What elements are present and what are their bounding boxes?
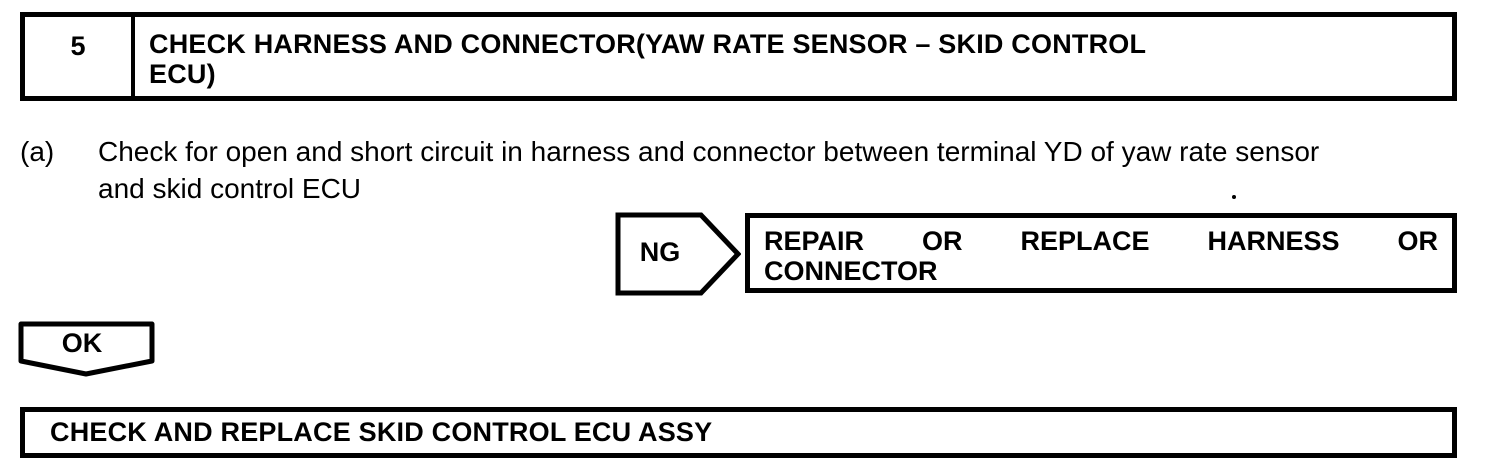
step-title: CHECK HARNESS AND CONNECTOR(YAW RATE SEN… [135,17,1452,96]
instruction-marker: (a) [20,136,55,167]
step-title-line-2: ECU) [149,59,216,89]
step-number: 5 [25,17,135,96]
instruction-line-1: Check for open and short circuit in harn… [98,136,1320,167]
instruction-paragraph: (a) Check for open and short circuit in … [20,133,1498,207]
scan-artifact-dot [1232,195,1236,199]
result-box: CHECK AND REPLACE SKID CONTROL ECU ASSY [20,407,1457,458]
ok-label: OK [61,327,103,358]
ng-connector: NG [615,212,741,296]
ng-arrow-icon [615,212,741,296]
instruction-text: Check for open and short circuit in harn… [98,133,1319,207]
ok-connector: OK [18,321,156,377]
ng-action-line-1: REPAIR OR REPLACE HARNESS OR [764,226,1438,256]
ng-action-box: REPAIR OR REPLACE HARNESS OR CONNECTOR [745,213,1457,293]
ok-pentagon-icon [18,321,155,377]
ng-label: NG [639,236,681,267]
step-title-line-1: CHECK HARNESS AND CONNECTOR(YAW RATE SEN… [149,29,1147,59]
instruction-line-2: and skid control ECU [98,173,362,204]
step-header-box: 5 CHECK HARNESS AND CONNECTOR(YAW RATE S… [20,12,1457,101]
ng-action-line-2: CONNECTOR [764,256,938,286]
result-text: CHECK AND REPLACE SKID CONTROL ECU ASSY [50,417,713,447]
